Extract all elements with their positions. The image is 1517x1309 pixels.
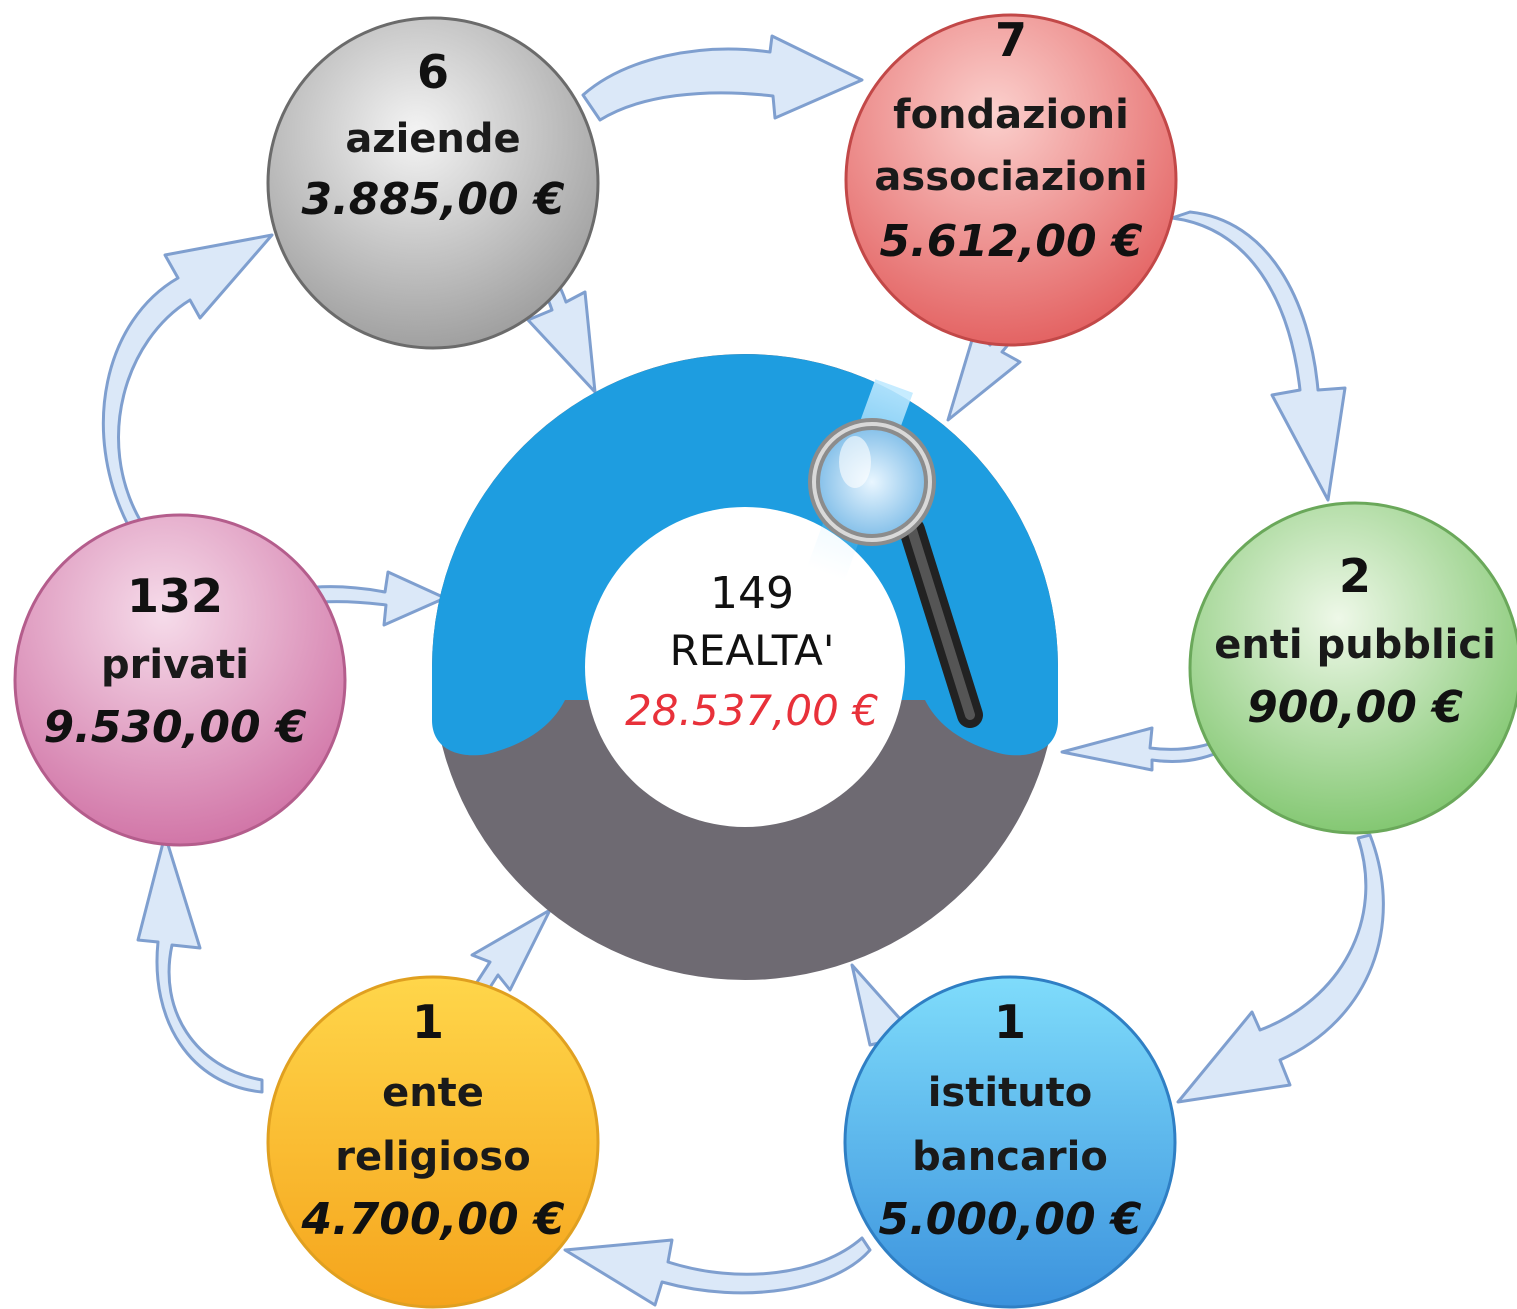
node-enti-pubblici-count: 2 — [1339, 549, 1371, 603]
node-aziende-amount: 3.885,00 € — [301, 174, 564, 225]
node-istituto-bancario: 1 istituto bancario 5.000,00 € — [843, 975, 1177, 1309]
arrow-fondazioni-to-enti — [1170, 210, 1347, 502]
node-istituto-bancario-count: 1 — [994, 995, 1026, 1049]
node-fondazioni-amount: 5.612,00 € — [879, 216, 1142, 267]
node-privati-amount: 9.530,00 € — [43, 702, 306, 753]
node-privati-count: 132 — [127, 569, 223, 623]
arrow-enti-to-bancario — [1176, 833, 1385, 1104]
node-aziende: 6 aziende 3.885,00 € — [266, 16, 600, 350]
node-istituto-bancario-label-1: istituto — [928, 1070, 1093, 1116]
node-enti-pubblici-amount: 900,00 € — [1247, 682, 1463, 733]
arrow-privati-to-aziende — [101, 233, 274, 527]
node-ente-religioso-count: 1 — [412, 995, 444, 1049]
node-aziende-label: aziende — [345, 116, 520, 162]
node-istituto-bancario-label-2: bancario — [912, 1134, 1108, 1180]
node-aziende-circle — [266, 16, 600, 350]
node-istituto-bancario-circle — [843, 975, 1177, 1309]
node-privati-label: privati — [101, 642, 249, 688]
node-privati-circle — [13, 513, 347, 847]
arrow-bancario-to-religioso — [563, 1236, 872, 1307]
node-fondazioni-circle — [844, 13, 1178, 347]
magnifier-icon — [807, 379, 983, 728]
node-privati: 132 privati 9.530,00 € — [13, 513, 347, 847]
node-istituto-bancario-amount: 5.000,00 € — [878, 1194, 1141, 1245]
center-amount: 28.537,00 € — [625, 686, 879, 735]
center-hub: 149 REALTA' 28.537,00 € — [432, 354, 1058, 980]
node-enti-pubblici-circle — [1188, 501, 1517, 835]
arrow-religioso-to-privati — [136, 833, 264, 1094]
center-hole — [585, 507, 905, 827]
node-fondazioni-count: 7 — [995, 13, 1027, 67]
center-label: REALTA' — [670, 626, 835, 675]
node-ente-religioso: 1 ente religioso 4.700,00 € — [266, 975, 600, 1309]
node-ente-religioso-label-2: religioso — [335, 1134, 530, 1180]
node-fondazioni-label-2: associazioni — [874, 154, 1147, 200]
node-aziende-count: 6 — [417, 45, 449, 99]
node-ente-religioso-amount: 4.700,00 € — [300, 1194, 564, 1245]
node-enti-pubblici: 2 enti pubblici 900,00 € — [1188, 501, 1517, 835]
node-fondazioni-label-1: fondazioni — [893, 92, 1129, 138]
node-ente-religioso-circle — [266, 975, 600, 1309]
node-ente-religioso-label-1: ente — [382, 1070, 484, 1116]
arrow-aziende-to-fondazioni — [581, 34, 864, 122]
node-fondazioni: 7 fondazioni associazioni 5.612,00 € — [844, 13, 1178, 347]
node-enti-pubblici-label: enti pubblici — [1214, 622, 1496, 668]
center-count: 149 — [710, 568, 794, 619]
